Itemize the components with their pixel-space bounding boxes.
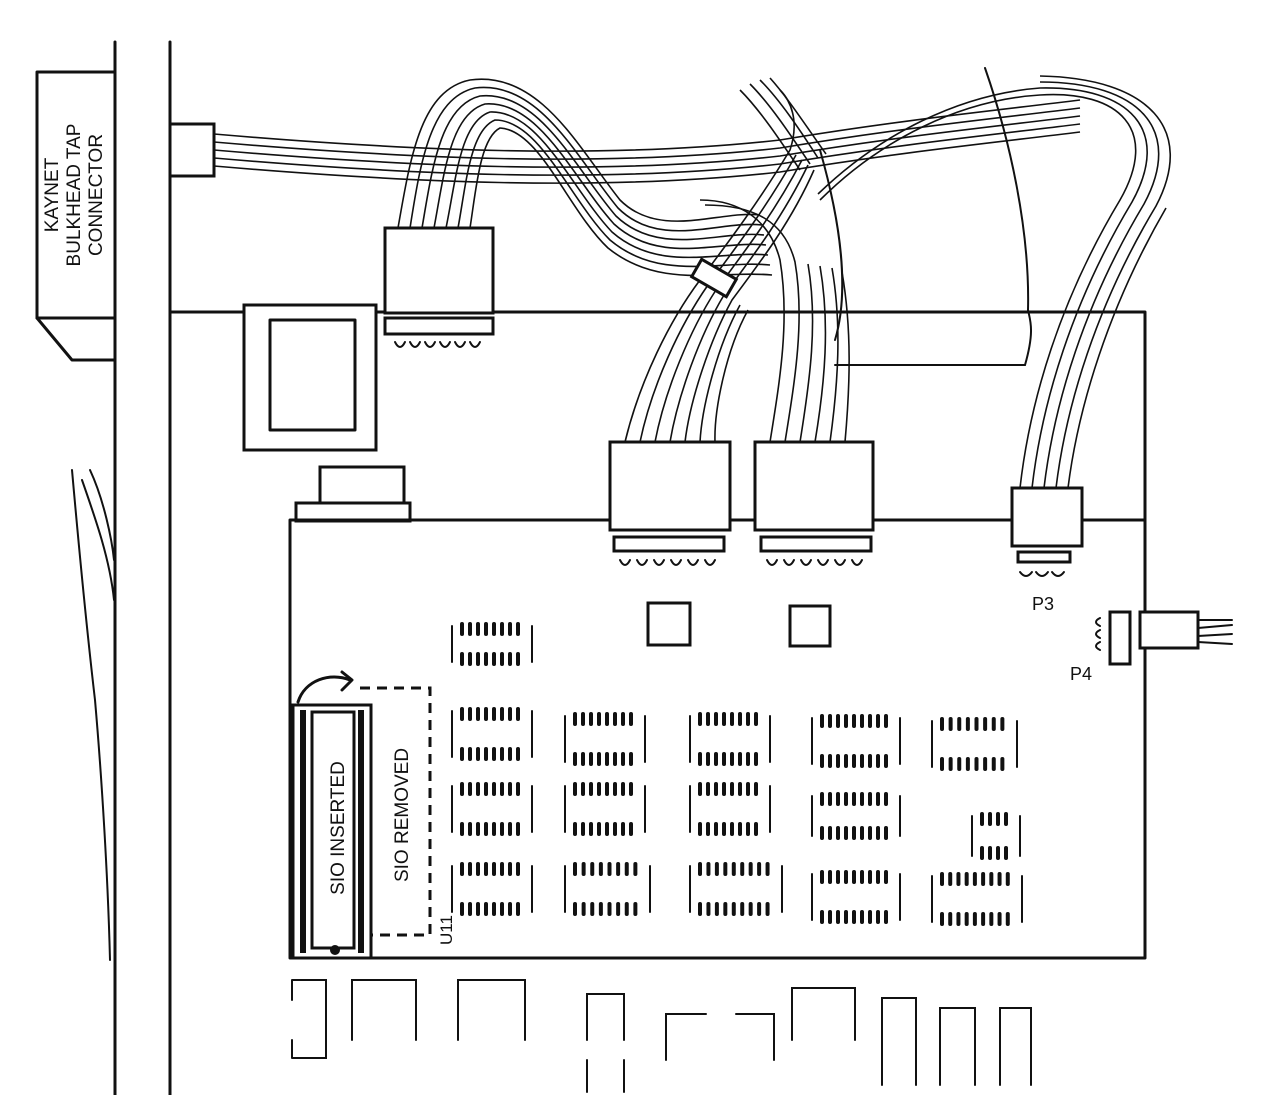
ic-chip <box>811 792 901 840</box>
ic-chips <box>451 622 1023 926</box>
upper-plate <box>168 310 1147 522</box>
bulkhead-label-line2: BULKHEAD TAP <box>64 124 85 267</box>
drive-outline <box>819 67 1032 366</box>
ic-chip <box>451 707 533 761</box>
ic-chip <box>564 712 646 766</box>
sio-removed-label: SIO REMOVED <box>392 748 413 882</box>
p3-label: P3 <box>1032 594 1054 614</box>
bulkhead-connector-block: KAYNET BULKHEAD TAP CONNECTOR <box>35 70 117 362</box>
lower-components <box>291 979 1032 1093</box>
connector-middle-left <box>608 440 732 566</box>
chassis-wall <box>113 40 172 1095</box>
ic-chip <box>451 782 533 836</box>
transformer-block <box>242 303 378 452</box>
ic-chip <box>811 870 901 924</box>
sio-removed-outline: SIO REMOVED <box>360 686 432 937</box>
connector-p4 <box>1095 610 1233 666</box>
sio-inserted-label: SIO INSERTED <box>328 761 349 895</box>
ic-chip <box>931 717 1018 771</box>
left-external-cable <box>71 469 115 961</box>
wire-bundles <box>213 75 1172 489</box>
u11-label: U11 <box>437 915 456 945</box>
ic-chip <box>451 622 533 666</box>
ic-chip <box>451 862 533 916</box>
ic-chip <box>689 712 771 766</box>
ic-chip <box>564 782 646 836</box>
ic-chip <box>689 782 771 836</box>
ic-chip <box>971 812 1021 860</box>
ic-chip <box>931 872 1023 926</box>
ic-chip <box>689 862 783 916</box>
connector-middle-right <box>753 440 875 566</box>
connector-top <box>383 226 495 348</box>
ic-chip <box>811 714 901 768</box>
board-standoff-block <box>294 465 412 523</box>
sio-chip-inserted: SIO INSERTED <box>291 670 373 960</box>
board-small-squares <box>646 601 832 648</box>
p4-label: P4 <box>1070 664 1092 684</box>
bulkhead-label-line1: KAYNET <box>42 157 63 232</box>
connector-p3 <box>1010 486 1084 577</box>
bulkhead-label-line3: CONNECTOR <box>86 134 107 256</box>
ic-chip <box>564 862 651 916</box>
bulkhead-plug <box>168 122 216 178</box>
